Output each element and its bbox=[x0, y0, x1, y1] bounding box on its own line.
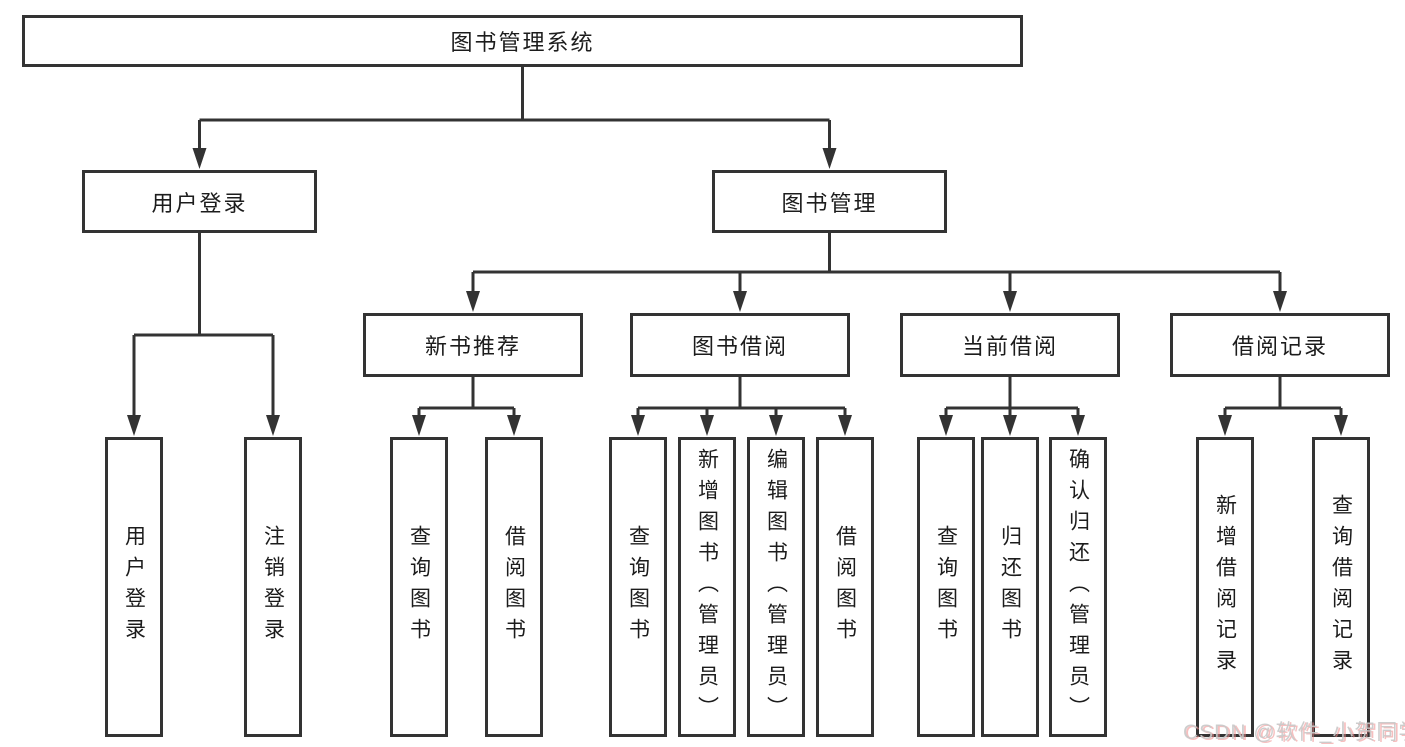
leaf-borrowing-borrow-books-label: 借阅图书 bbox=[833, 525, 857, 649]
arrow-icon bbox=[631, 415, 645, 436]
node-current-borrowing: 当前借阅 bbox=[900, 313, 1120, 377]
csdn-watermark: CSDN @软件_小贺同学 bbox=[1183, 721, 1405, 744]
node-book-borrowing: 图书借阅 bbox=[630, 313, 850, 377]
arrow-icon bbox=[1003, 291, 1017, 312]
arrow-icon bbox=[1218, 415, 1232, 436]
leaf-current-query-books: 查询图书 bbox=[917, 437, 975, 737]
leaf-current-confirm-return-admin: 确认归还（管理员） bbox=[1049, 437, 1107, 737]
node-borrowing-records: 借阅记录 bbox=[1170, 313, 1390, 377]
arrow-icon bbox=[1273, 291, 1287, 312]
node-user-login: 用户登录 bbox=[82, 170, 317, 233]
leaf-logout: 注销登录 bbox=[244, 437, 302, 737]
leaf-current-query-books-label: 查询图书 bbox=[934, 525, 958, 649]
arrow-icon bbox=[822, 148, 837, 169]
arrow-icon bbox=[733, 291, 747, 312]
node-book-management: 图书管理 bbox=[712, 170, 947, 233]
leaf-current-return-books: 归还图书 bbox=[981, 437, 1039, 737]
arrow-icon bbox=[192, 148, 207, 169]
arrow-icon bbox=[700, 415, 714, 436]
connector-root-to-level2 bbox=[198, 67, 831, 149]
connector-current-to-leaves bbox=[944, 377, 1080, 416]
leaf-borrowing-add-books-admin-label: 新增图书（管理员） bbox=[695, 447, 719, 727]
connector-borrowing-to-leaves bbox=[636, 377, 847, 416]
leaf-newbooks-query-books: 查询图书 bbox=[390, 437, 448, 737]
arrow-icon bbox=[1071, 415, 1085, 436]
arrow-icon bbox=[838, 415, 852, 436]
node-new-book-recommendation: 新书推荐 bbox=[363, 313, 583, 377]
leaf-records-add-record: 新增借阅记录 bbox=[1196, 437, 1254, 737]
arrow-icon bbox=[127, 415, 141, 436]
leaf-current-return-books-label: 归还图书 bbox=[998, 525, 1022, 649]
leaf-user-login: 用户登录 bbox=[105, 437, 163, 737]
leaf-borrowing-borrow-books: 借阅图书 bbox=[816, 437, 874, 737]
arrow-icon bbox=[466, 291, 480, 312]
leaf-borrowing-query-books-label: 查询图书 bbox=[626, 525, 650, 649]
node-root: 图书管理系统 bbox=[22, 15, 1023, 67]
connector-userlogin-to-leaves bbox=[132, 233, 275, 416]
connector-records-to-leaves bbox=[1223, 377, 1343, 416]
leaf-user-login-label: 用户登录 bbox=[122, 525, 146, 649]
connector-newbooks-to-leaves bbox=[417, 377, 516, 416]
leaf-borrowing-add-books-admin: 新增图书（管理员） bbox=[678, 437, 736, 737]
leaf-current-confirm-return-admin-label: 确认归还（管理员） bbox=[1066, 447, 1090, 727]
leaf-borrowing-edit-books-admin: 编辑图书（管理员） bbox=[747, 437, 805, 737]
leaf-records-query-record-label: 查询借阅记录 bbox=[1329, 494, 1353, 680]
arrow-icon bbox=[412, 415, 426, 436]
leaf-records-query-record: 查询借阅记录 bbox=[1312, 437, 1370, 737]
leaf-borrowing-query-books: 查询图书 bbox=[609, 437, 667, 737]
leaf-newbooks-query-books-label: 查询图书 bbox=[407, 525, 431, 649]
leaf-newbooks-borrow-books: 借阅图书 bbox=[485, 437, 543, 737]
arrow-icon bbox=[1003, 415, 1017, 436]
arrow-icon bbox=[769, 415, 783, 436]
arrow-icon bbox=[507, 415, 521, 436]
leaf-newbooks-borrow-books-label: 借阅图书 bbox=[502, 525, 526, 649]
arrow-icon bbox=[266, 415, 280, 436]
connector-bookmgmt-to-level3 bbox=[471, 233, 1282, 292]
arrow-icon bbox=[939, 415, 953, 436]
leaf-records-add-record-label: 新增借阅记录 bbox=[1213, 494, 1237, 680]
leaf-logout-label: 注销登录 bbox=[261, 525, 285, 649]
leaf-borrowing-edit-books-admin-label: 编辑图书（管理员） bbox=[764, 447, 788, 727]
arrow-icon bbox=[1334, 415, 1348, 436]
